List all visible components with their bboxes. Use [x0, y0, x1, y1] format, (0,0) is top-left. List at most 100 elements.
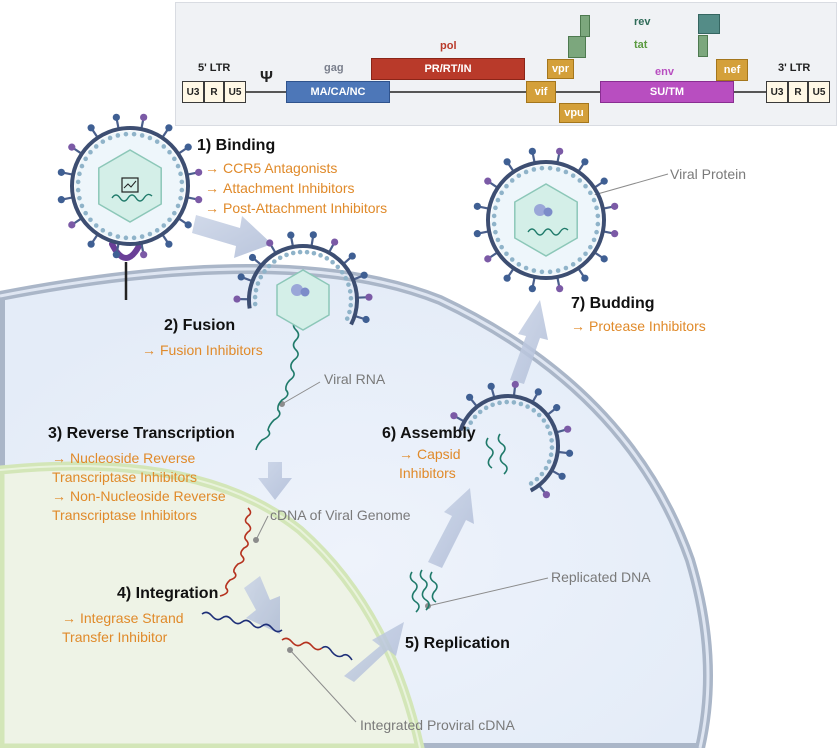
ltr5-u5: U5 [224, 81, 246, 103]
drug-arrow-glyph: → [62, 610, 76, 626]
matrix-bead [107, 135, 113, 141]
env-spike-head [528, 285, 536, 293]
matrix-bead [75, 179, 81, 185]
env-spike-head [195, 168, 203, 176]
matrix-bead [172, 210, 177, 216]
callout-cdna: cDNA of Viral Genome [270, 507, 411, 523]
matrix-bead [290, 250, 296, 256]
virion-rna [527, 227, 569, 236]
rt-drug-2: Transcriptase Inhibitors [52, 469, 197, 485]
matrix-bead [179, 179, 185, 185]
matrix-bead [284, 252, 289, 258]
integration-drug-2: Transfer Inhibitor [62, 629, 168, 645]
cd4-receptor [109, 241, 143, 300]
env-spike-head [331, 238, 339, 246]
nucleic-acids [201, 309, 508, 661]
vpr-overlap-block [568, 36, 586, 58]
matrix-bead [548, 452, 554, 458]
virion-rna [111, 193, 153, 202]
matrix-bead [139, 234, 145, 239]
matrix-bead [161, 223, 167, 228]
env-spike-head [140, 113, 148, 121]
matrix-bead [258, 274, 264, 280]
matrix-bead [348, 295, 354, 301]
matrix-bead [539, 471, 545, 477]
step-replication-title: 5) Replication [405, 635, 510, 652]
matrix-bead [107, 231, 113, 237]
matrix-bead [131, 131, 137, 137]
integration-drug-1-text: Integrase Strand [80, 610, 184, 626]
matrix-bead [497, 400, 502, 406]
gag-box: MA/CA/NC [286, 81, 390, 103]
env-spike-head [600, 177, 608, 185]
matrix-bead [591, 237, 597, 243]
env-label: env [655, 66, 674, 78]
env-spike-head [542, 491, 550, 499]
virion-envelope [486, 160, 606, 280]
matrix-bead [115, 133, 121, 138]
budding-drug-1: →Protease Inhibitors [571, 318, 706, 334]
matrix-bead [79, 163, 85, 169]
env-spike-head [266, 239, 274, 247]
matrix-bead [477, 409, 483, 415]
matrix-bead [541, 418, 547, 423]
step-binding-title: 1) Binding [197, 137, 276, 154]
matrix-bead [131, 235, 137, 241]
matrix-bead [252, 301, 258, 307]
viral-protein-blob [543, 207, 553, 217]
matrix-bead [335, 264, 341, 270]
matrix-bead [277, 255, 283, 261]
matrix-bead [304, 249, 310, 255]
env-spike-head [473, 230, 481, 238]
matrix-bead [539, 269, 545, 275]
process-arrows [192, 215, 548, 682]
matrix-bead [88, 149, 93, 155]
matrix-bead [595, 213, 601, 219]
matrix-bead [594, 205, 599, 211]
binding-drug-1: →CCR5 Antagonists [205, 160, 337, 176]
env-spike-head [348, 252, 356, 260]
matrix-bead [534, 476, 540, 482]
rt-drug-1-text: Nucleoside Reverse [70, 450, 196, 466]
matrix-bead [523, 265, 529, 271]
matrix-bead [595, 221, 601, 227]
matrix-bead [499, 244, 504, 250]
matrix-bead [504, 183, 509, 189]
matrix-bead [123, 235, 129, 241]
matrix-bead [531, 167, 537, 172]
rev-exon1-block [580, 15, 590, 37]
env-spike-head [450, 412, 458, 420]
step-assembly-title: 6) Assembly [382, 425, 476, 442]
env-spike-head [466, 393, 474, 401]
drug-arrow-glyph: → [571, 318, 585, 334]
matrix-bead [483, 405, 489, 411]
matrix-bead [495, 237, 501, 243]
matrix-bead [523, 169, 529, 175]
matrix-bead [588, 244, 593, 250]
env-spike-head [553, 404, 561, 412]
matrix-bead [472, 414, 478, 420]
matrix-bead [493, 229, 498, 235]
matrix-bead [339, 269, 345, 275]
rev-label: rev [634, 16, 651, 28]
env-spike-head [503, 274, 511, 282]
callout-viral-protein: Viral Protein [670, 166, 747, 182]
ltr5-r: R [204, 81, 224, 103]
matrix-bead [297, 249, 303, 255]
host-dna-strand-right [321, 645, 353, 661]
matrix-bead [516, 173, 522, 178]
binding-drug-2-text: Attachment Inhibitors [223, 180, 355, 196]
matrix-bead [493, 205, 498, 211]
env-spike-head [184, 221, 192, 229]
matrix-bead [504, 399, 510, 405]
env-spike-head [233, 295, 241, 303]
genome-icon-box [121, 177, 139, 193]
matrix-bead [509, 257, 515, 262]
matrix-bead [531, 268, 537, 273]
env-spike-head [581, 158, 589, 166]
drug-arrow-glyph: → [205, 200, 219, 216]
cdna-strand [219, 507, 252, 597]
env-spike-head [556, 147, 564, 155]
tat-exon2-block [698, 35, 708, 57]
env-spike-head [558, 472, 566, 480]
